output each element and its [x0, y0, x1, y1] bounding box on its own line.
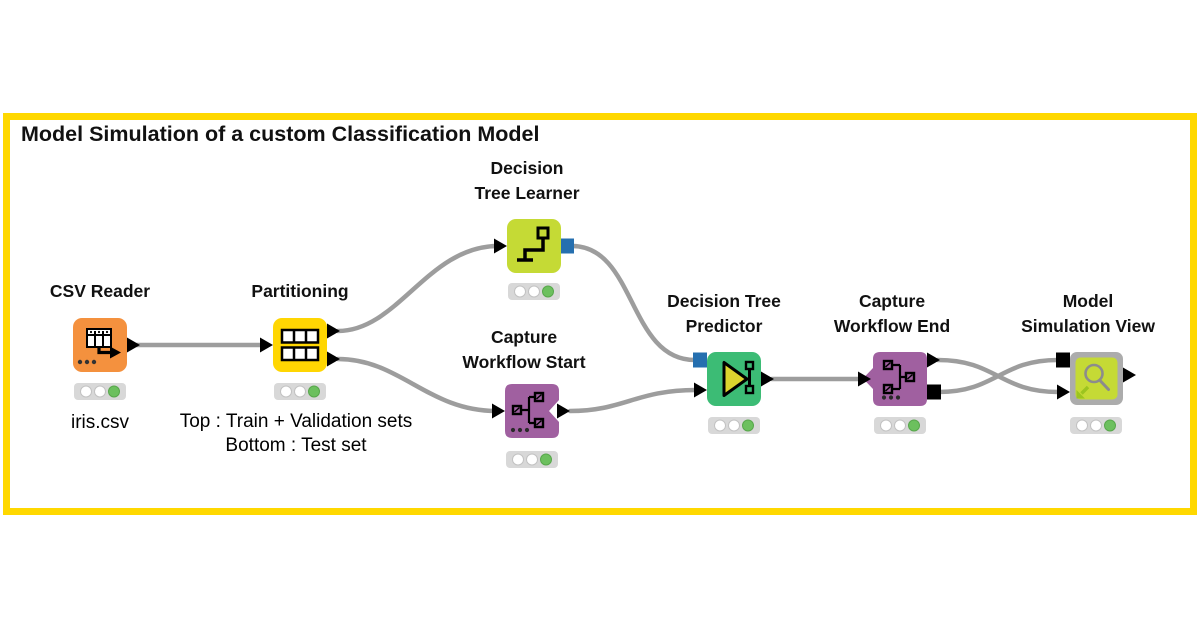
- predictor-output-port[interactable]: [761, 371, 774, 387]
- csv-reader-output-port[interactable]: [127, 337, 140, 353]
- predictor-model-input-port[interactable]: [693, 352, 707, 368]
- view-input-port-top[interactable]: [1056, 352, 1070, 368]
- capture-end-output-port-bottom[interactable]: [927, 384, 941, 400]
- magnifier-view-icon: [1076, 363, 1110, 399]
- wire-partitioning-learner[interactable]: [335, 243, 501, 334]
- capture-end-status-light: [874, 417, 926, 434]
- view-status-light: [1070, 417, 1122, 434]
- node-label-capture-workflow-start: Capture Workflow Start: [462, 327, 586, 372]
- node-label-partitioning: Partitioning: [251, 281, 349, 301]
- capture-end-icon: [881, 359, 916, 400]
- node-capture-workflow-end[interactable]: [863, 352, 927, 406]
- partitioning-icon: [280, 328, 320, 362]
- learner-status-light: [508, 283, 560, 300]
- wire-captureend-view-upper[interactable]: [936, 357, 1061, 395]
- predictor-data-input-port[interactable]: [694, 382, 707, 398]
- connections: [133, 243, 1061, 414]
- node-decision-tree-learner[interactable]: [507, 219, 561, 273]
- capture-end-output-port-top[interactable]: [927, 352, 940, 368]
- csv-reader-icon: [77, 328, 121, 365]
- node-capture-workflow-start[interactable]: [505, 384, 559, 438]
- predictor-status-light: [708, 417, 760, 434]
- node-label-csv-reader: CSV Reader: [49, 281, 151, 301]
- node-partitioning[interactable]: [273, 318, 327, 372]
- node-csv-reader[interactable]: [73, 318, 127, 372]
- partitioning-input-port[interactable]: [260, 337, 273, 353]
- capture-start-icon: [510, 391, 545, 433]
- learner-model-output-port[interactable]: [561, 238, 574, 254]
- wire-learner-predictor[interactable]: [569, 243, 698, 363]
- node-label-capture-workflow-end: Capture Workflow End: [833, 291, 951, 336]
- wire-capturestart-predictor[interactable]: [567, 387, 699, 414]
- wire-partitioning-capturestart[interactable]: [335, 356, 499, 414]
- ports: [127, 238, 1136, 419]
- annotation-csv-reader: iris.csv: [70, 412, 130, 433]
- workflow-annotation-frame: [3, 113, 1197, 515]
- partitioning-output-port-bottom[interactable]: [327, 351, 340, 367]
- view-input-port-bottom[interactable]: [1057, 384, 1070, 400]
- capture-end-input-port[interactable]: [858, 371, 871, 387]
- annotation-title: Model Simulation of a custom Classificat…: [21, 122, 540, 146]
- predictor-icon: [722, 360, 755, 397]
- partitioning-output-port-top[interactable]: [327, 323, 340, 339]
- capture-start-status-light: [506, 451, 558, 468]
- node-label-decision-tree-predictor: Decision Tree Predictor: [667, 291, 781, 336]
- learner-input-port[interactable]: [494, 238, 507, 254]
- partitioning-status-light: [274, 383, 326, 400]
- node-label-decision-tree-learner: Decision Tree Learner: [474, 158, 580, 203]
- capture-start-input-port[interactable]: [492, 403, 505, 419]
- node-model-simulation-view[interactable]: [1070, 352, 1123, 405]
- capture-start-output-port[interactable]: [557, 403, 570, 419]
- view-output-port[interactable]: [1123, 367, 1136, 383]
- node-decision-tree-predictor[interactable]: [707, 352, 761, 406]
- annotation-partitioning: Top : Train + Validation sets Bottom : T…: [179, 411, 413, 456]
- decision-tree-icon: [517, 226, 550, 262]
- node-label-model-simulation-view: Model Simulation View: [1021, 291, 1155, 336]
- csv-reader-status-light: [74, 383, 126, 400]
